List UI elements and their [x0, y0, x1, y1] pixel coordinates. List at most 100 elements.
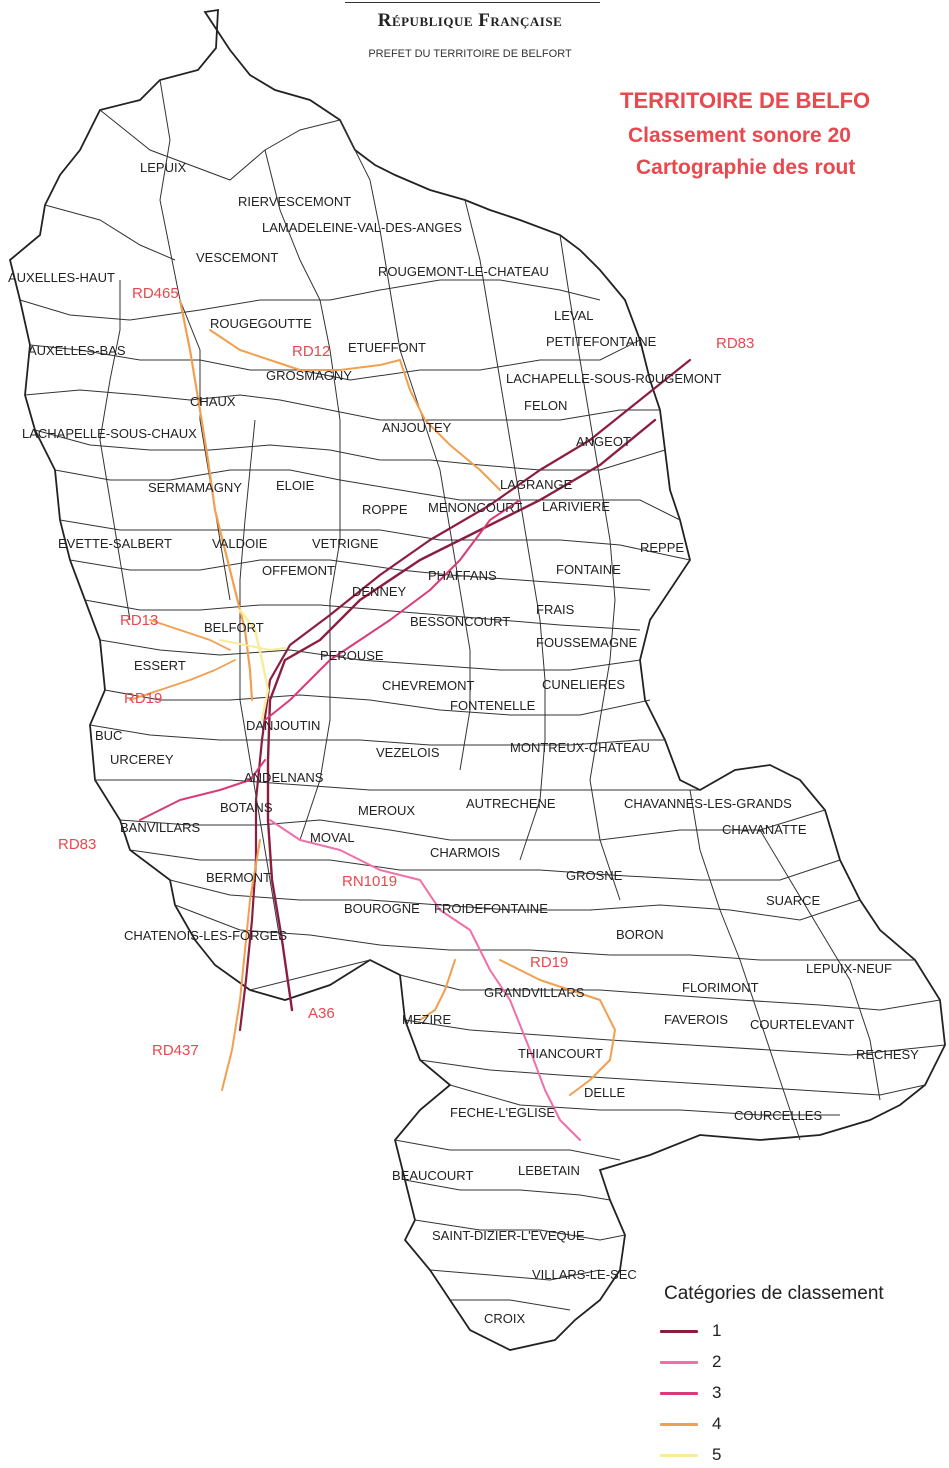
commune-label: SUARCE [766, 893, 821, 908]
commune-label: MONTREUX-CHATEAU [510, 740, 650, 755]
commune-label: ANGEOT [576, 434, 631, 449]
commune-label: BELFORT [204, 620, 264, 635]
commune-label: LEPUIX-NEUF [806, 961, 892, 976]
legend-item: 3 [660, 1380, 721, 1406]
commune-label: BORON [616, 927, 664, 942]
road-label: A36 [308, 1005, 335, 1022]
legend-item: 1 [660, 1318, 721, 1344]
header-rule [345, 2, 600, 3]
commune-border [44, 204, 176, 261]
commune-border [129, 849, 841, 881]
road-network [129, 298, 692, 1141]
commune-label: SERMAMAGNY [148, 480, 242, 495]
commune-label: URCEREY [110, 752, 174, 767]
commune-label: BEAUCOURT [392, 1168, 473, 1183]
commune-border [84, 599, 641, 631]
commune-label: FOUSSEMAGNE [536, 635, 637, 650]
road-label: RD13 [120, 612, 158, 629]
commune-border [414, 1219, 626, 1241]
commune-label: PEROUSE [320, 648, 384, 663]
legend-item: 2 [660, 1349, 721, 1375]
commune-border [450, 1299, 571, 1311]
commune-label: COURTELEVANT [750, 1017, 854, 1032]
commune-label: VEZELOIS [376, 745, 440, 760]
commune-label: LARIVIERE [542, 499, 610, 514]
commune-label: RIERVESCEMONT [238, 194, 351, 209]
commune-border [95, 779, 700, 791]
commune-border [24, 389, 660, 421]
commune-label: VESCEMONT [196, 250, 278, 265]
road-segment [238, 358, 692, 1032]
commune-border [399, 974, 941, 1011]
commune-border [29, 339, 641, 381]
commune-border [119, 809, 826, 841]
legend-swatch [660, 1391, 698, 1395]
legend-item: 5 [660, 1442, 721, 1468]
road-segment [221, 839, 261, 1091]
commune-border [404, 1019, 946, 1056]
commune-label: FONTENELLE [450, 698, 536, 713]
commune-label: COURCELLES [734, 1108, 822, 1123]
commune-label: BOUROGNE [344, 901, 420, 916]
road-label: RD465 [132, 285, 179, 302]
commune-label: FELON [524, 398, 567, 413]
commune-label: CHAVANATTE [722, 822, 807, 837]
commune-label: AUTRECHENE [466, 796, 556, 811]
commune-label: FONTAINE [556, 562, 621, 577]
legend-label: 2 [712, 1352, 722, 1371]
commune-label: MOVAL [310, 830, 355, 845]
commune-border [169, 879, 861, 921]
commune-label: LACHAPELLE-SOUS-CHAUX [22, 426, 197, 441]
commune-label: LEBETAIN [518, 1163, 580, 1178]
commune-label: ROUGEMONT-LE-CHATEAU [378, 264, 549, 279]
road-segment [219, 639, 286, 651]
road-segment [129, 659, 236, 701]
commune-label: GRANDVILLARS [484, 985, 585, 1000]
road-segment [238, 608, 270, 722]
commune-label: CHAUX [190, 394, 236, 409]
legend-label: 4 [712, 1414, 722, 1433]
republique-francaise-heading: République Française [377, 10, 563, 31]
road-segment [149, 619, 231, 651]
commune-label: FAVEROIS [664, 1012, 728, 1027]
road-segment [139, 759, 266, 821]
commune-label: PHAFFANS [428, 568, 497, 583]
road-label: RD83 [716, 335, 754, 352]
commune-label: CHEVREMONT [382, 678, 475, 693]
legend-label: 1 [712, 1321, 722, 1340]
legend-swatch [660, 1360, 698, 1364]
commune-label: VETRIGNE [312, 536, 379, 551]
commune-border [99, 109, 341, 181]
map-title-line-3: Cartographie des rout [636, 156, 856, 179]
road-label: RD19 [124, 690, 162, 707]
commune-label: OFFEMONT [262, 563, 335, 578]
road-label: RD12 [292, 343, 330, 360]
commune-border [99, 280, 131, 621]
commune-label: LACHAPELLE-SOUS-ROUGEMONT [506, 371, 721, 386]
commune-label: ANDELNANS [244, 770, 324, 785]
commune-label: VALDOIE [212, 536, 268, 551]
road-label: RD437 [152, 1042, 199, 1059]
commune-label: AUXELLES-BAS [28, 343, 126, 358]
commune-label: ELOIE [276, 478, 315, 493]
commune-label: REPPE [640, 540, 684, 555]
map-title-line-1: TERRITOIRE DE BELFO [620, 88, 871, 113]
commune-label: BOTANS [220, 800, 273, 815]
commune-label: EVETTE-SALBERT [58, 536, 172, 551]
commune-border [404, 1179, 611, 1201]
commune-label: FRAIS [536, 602, 575, 617]
commune-label: GROSNE [566, 868, 623, 883]
legend-title: Catégories de classement [664, 1283, 884, 1304]
commune-label: LEVAL [554, 308, 594, 323]
road-segment [178, 298, 254, 702]
prefet-subheading: PREFET DU TERRITOIRE DE BELFORT [368, 48, 572, 60]
commune-border [59, 519, 691, 561]
road-segment [264, 499, 521, 721]
commune-label: CROIX [484, 1311, 526, 1326]
commune-border [34, 429, 666, 471]
map-title-line-2: Classement sonore 20 [628, 124, 851, 147]
commune-label: MEROUX [358, 803, 415, 818]
commune-label: AUXELLES-HAUT [8, 270, 115, 285]
commune-label: VILLARS-LE-SEC [532, 1267, 637, 1282]
